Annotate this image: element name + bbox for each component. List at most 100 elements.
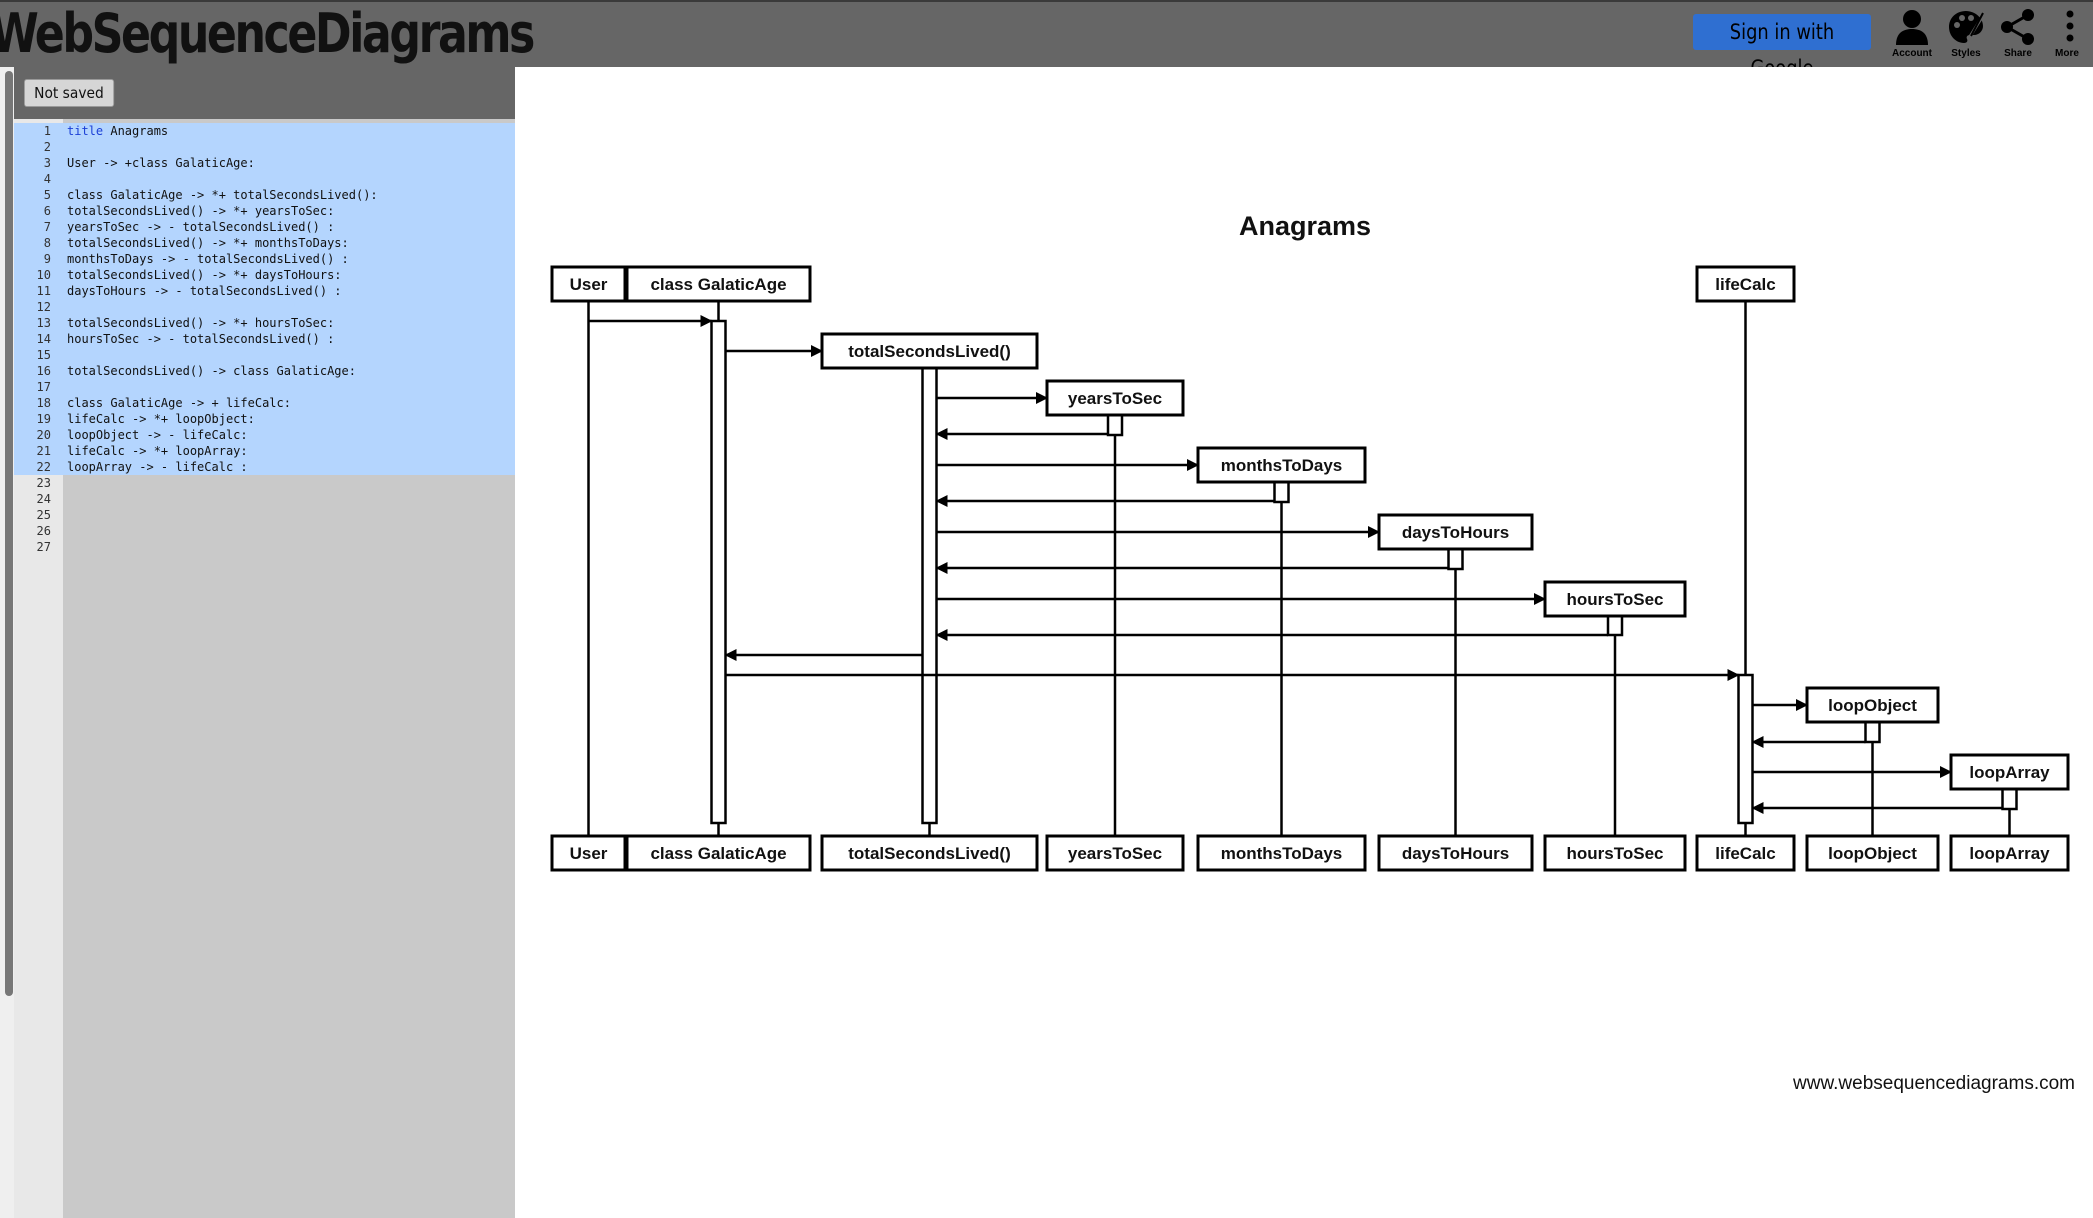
code-text: totalSecondsLived() -> *+ hoursToSec:: [67, 315, 334, 331]
code-line[interactable]: 12: [14, 299, 515, 315]
participant-label-top: yearsToSec: [1068, 389, 1162, 408]
participant-box-top: [1543, 580, 1687, 618]
code-line[interactable]: 27: [14, 539, 515, 555]
participant-label-bottom: class GalaticAge: [650, 844, 786, 863]
participant-box-bottom: [1805, 834, 1940, 872]
code-line[interactable]: 15: [14, 347, 515, 363]
participant-label-top: hoursToSec: [1567, 590, 1664, 609]
account-button[interactable]: Account: [1882, 8, 1942, 66]
participant-box-top: [820, 332, 1039, 370]
sign-in-google-button[interactable]: Sign in with Google: [1693, 14, 1871, 80]
messages: [588, 315, 2003, 814]
line-number: 9: [43, 252, 51, 266]
code-text: monthsToDays -> - totalSecondsLived() :: [67, 251, 349, 267]
line-number: 19: [36, 412, 51, 426]
participant-label-bottom: lifeCalc: [1715, 844, 1775, 863]
participant-label-bottom: daysToHours: [1402, 844, 1509, 863]
participant-label-bottom: yearsToSec: [1068, 844, 1162, 863]
code-line[interactable]: 23: [14, 475, 515, 491]
participant-label-top: daysToHours: [1402, 523, 1509, 542]
line-number: 7: [43, 220, 51, 234]
code-line[interactable]: 17: [14, 379, 515, 395]
participant-box-bottom: [1949, 834, 2070, 872]
app-logo[interactable]: WebSequenceDiagrams: [0, 2, 535, 65]
code-text: title Anagrams: [67, 123, 168, 139]
line-number: 20: [36, 428, 51, 442]
participant-label-top: User: [570, 275, 608, 294]
more-button[interactable]: More: [2040, 8, 2093, 66]
code-line[interactable]: 26: [14, 523, 515, 539]
watermark: www.websequencediagrams.com: [1792, 1073, 2075, 1094]
participant-box-bottom: [1196, 834, 1367, 872]
code-text-content: class GalaticAge -> *+ totalSecondsLived…: [67, 188, 378, 202]
code-line[interactable]: 25: [14, 507, 515, 523]
code-line[interactable]: 1 title Anagrams: [14, 123, 515, 139]
line-number: 2: [43, 140, 51, 154]
code-line[interactable]: 19 lifeCalc -> *+ loopObject:: [14, 411, 515, 427]
code-text-content: monthsToDays -> - totalSecondsLived() :: [67, 252, 349, 266]
account-label: Account: [1892, 48, 1932, 59]
code-text: totalSecondsLived() -> class GalaticAge:: [67, 363, 356, 379]
code-line[interactable]: 13 totalSecondsLived() -> *+ hoursToSec:: [14, 315, 515, 331]
participant-box-top: [1196, 446, 1367, 484]
activation-bar: [710, 319, 727, 825]
code-text-content: lifeCalc -> *+ loopArray:: [67, 444, 248, 458]
line-number: 14: [36, 332, 51, 346]
activation-bar: [1606, 613, 1624, 637]
code-text-content: totalSecondsLived() -> *+ hoursToSec:: [67, 316, 335, 330]
participant-label-top: totalSecondsLived(): [848, 342, 1010, 361]
code-selection: [14, 123, 515, 475]
code-text: yearsToSec -> - totalSecondsLived() :: [67, 219, 334, 235]
editor-scrollbar[interactable]: [5, 71, 13, 996]
code-text: lifeCalc -> *+ loopArray:: [67, 443, 248, 459]
code-line[interactable]: 4: [14, 171, 515, 187]
activation-bar: [1106, 413, 1124, 437]
code-line[interactable]: 24: [14, 491, 515, 507]
code-text-content: totalSecondsLived() -> *+ monthsToDays:: [67, 236, 349, 250]
participant-label-top: loopObject: [1828, 696, 1917, 715]
participant-label-bottom: loopObject: [1828, 844, 1917, 863]
code-text-content: totalSecondsLived() -> class GalaticAge:: [67, 364, 356, 378]
not-saved-button[interactable]: Not saved: [24, 79, 114, 107]
code-text: lifeCalc -> *+ loopObject:: [67, 411, 255, 427]
participant-box-top: [1949, 753, 2070, 791]
participant-box-top: [550, 265, 627, 303]
code-text-content: Anagrams: [103, 124, 169, 138]
code-text-content: loopArray -> - lifeCalc :: [67, 460, 248, 474]
line-number: 10: [36, 268, 51, 282]
line-number: 13: [36, 316, 51, 330]
participant-label-top: class GalaticAge: [650, 275, 786, 294]
code-text-content: daysToHours -> - totalSecondsLived() :: [67, 284, 342, 298]
line-number: 25: [36, 508, 51, 522]
line-number: 12: [36, 300, 51, 314]
line-number: 1: [43, 124, 51, 138]
code-line[interactable]: 2: [14, 139, 515, 155]
line-number: 15: [36, 348, 51, 362]
share-button[interactable]: Share: [1988, 8, 2048, 66]
line-number: 6: [43, 204, 51, 218]
code-text: daysToHours -> - totalSecondsLived() :: [67, 283, 342, 299]
participant-label-bottom: loopArray: [1969, 844, 2050, 863]
styles-button[interactable]: Styles: [1936, 8, 1996, 66]
participant-box-bottom: [1695, 834, 1796, 872]
code-text: loopArray -> - lifeCalc :: [67, 459, 248, 475]
participant-label-top: monthsToDays: [1221, 456, 1343, 475]
styles-label: Styles: [1951, 48, 1981, 59]
code-line[interactable]: 9 monthsToDays -> - totalSecondsLived() :: [14, 251, 515, 267]
code-line[interactable]: 7 yearsToSec -> - totalSecondsLived() :: [14, 219, 515, 235]
